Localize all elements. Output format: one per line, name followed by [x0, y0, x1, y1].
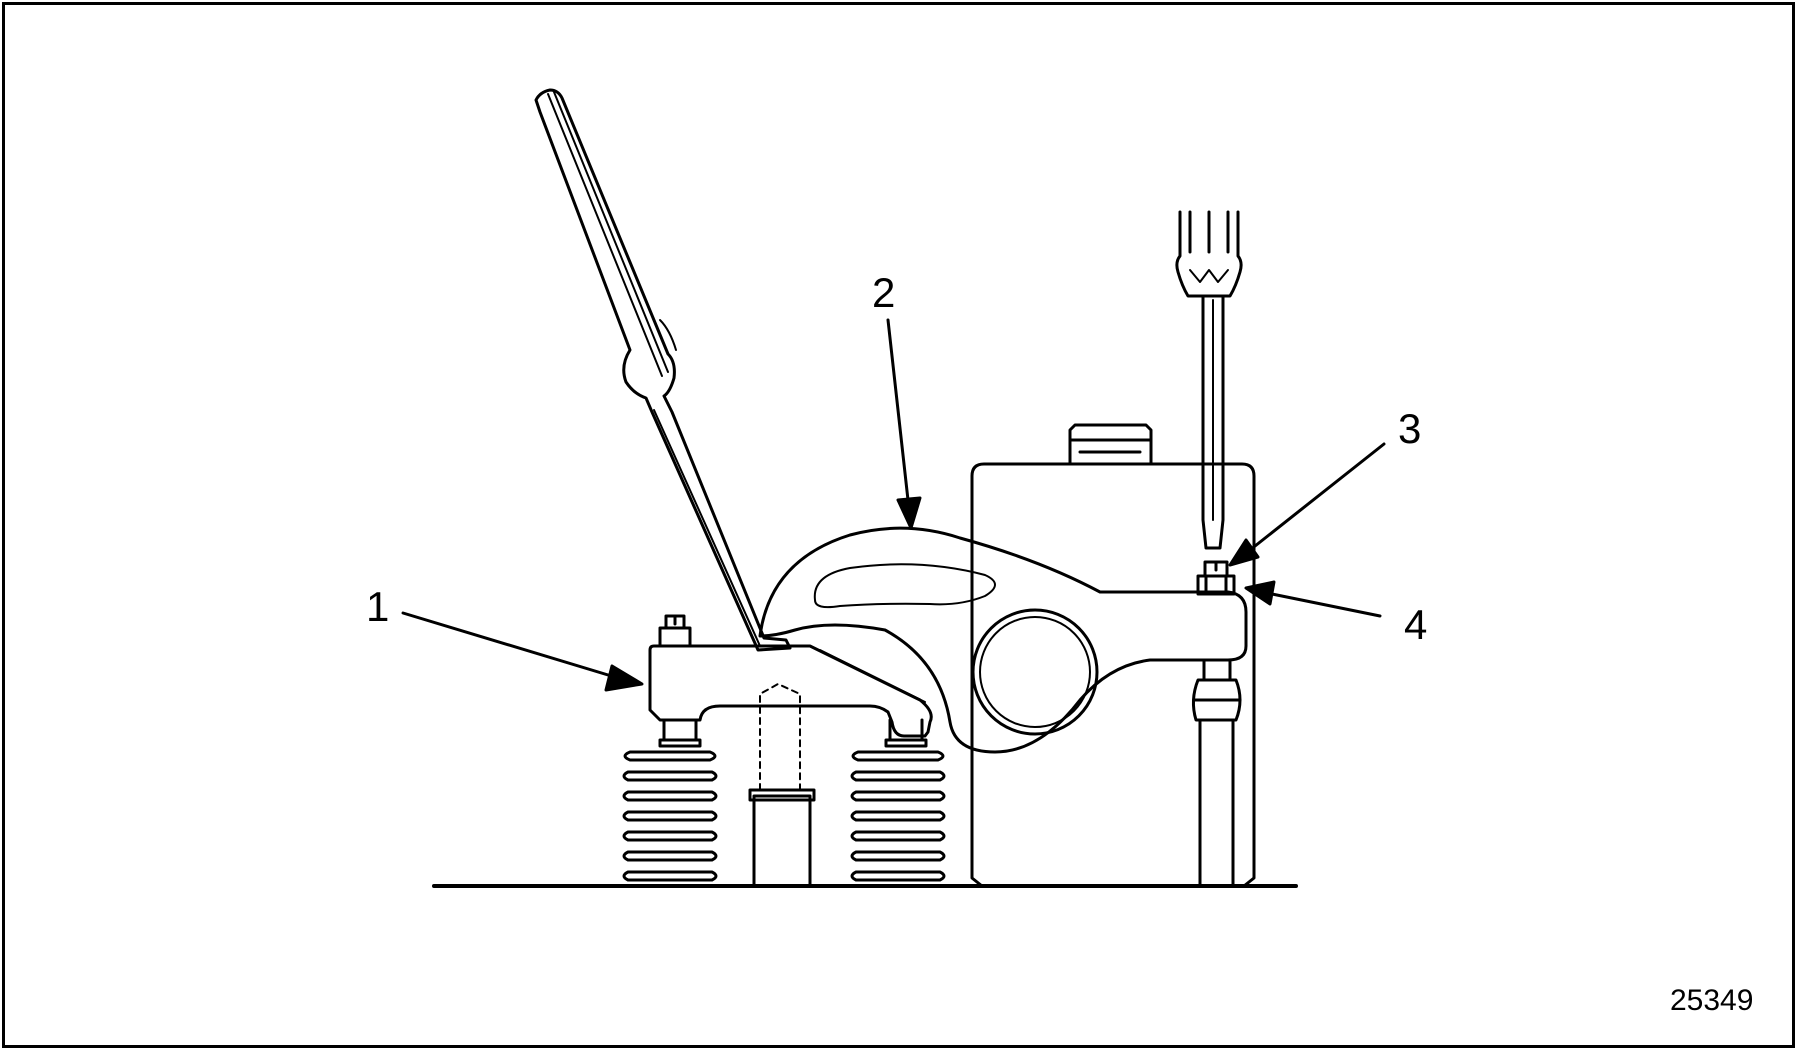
push-rod — [1191, 658, 1242, 888]
callout-label-3: 3 — [1398, 405, 1422, 452]
rocker-arm-highlight — [813, 563, 996, 609]
valve-guide — [748, 788, 816, 888]
housing-cap — [1068, 423, 1153, 466]
valve-spring-right — [850, 718, 946, 882]
rocker-shaft — [971, 608, 1099, 736]
leader-2 — [886, 318, 910, 502]
rocker-arm-bridge — [648, 614, 933, 791]
screwdriver — [1175, 210, 1243, 550]
rocker-housing — [970, 423, 1256, 888]
arrow-2 — [896, 496, 922, 530]
arrow-4 — [1244, 580, 1276, 606]
callout-leaders — [401, 318, 1386, 692]
leader-4 — [1270, 592, 1382, 618]
figure-id: 25349 — [1670, 984, 1754, 1017]
callout-label-1: 1 — [366, 583, 390, 630]
adjusting-screw — [1203, 560, 1229, 578]
arrow-3 — [1228, 538, 1260, 567]
feeler-gauge — [534, 88, 792, 652]
arrow-1 — [604, 664, 644, 692]
leader-3 — [1248, 442, 1386, 552]
valve-spring-left — [622, 718, 718, 882]
rocker-arm — [758, 526, 1248, 754]
leader-1 — [401, 611, 620, 680]
callout-label-4: 4 — [1404, 601, 1428, 648]
callout-label-2: 2 — [872, 269, 896, 316]
